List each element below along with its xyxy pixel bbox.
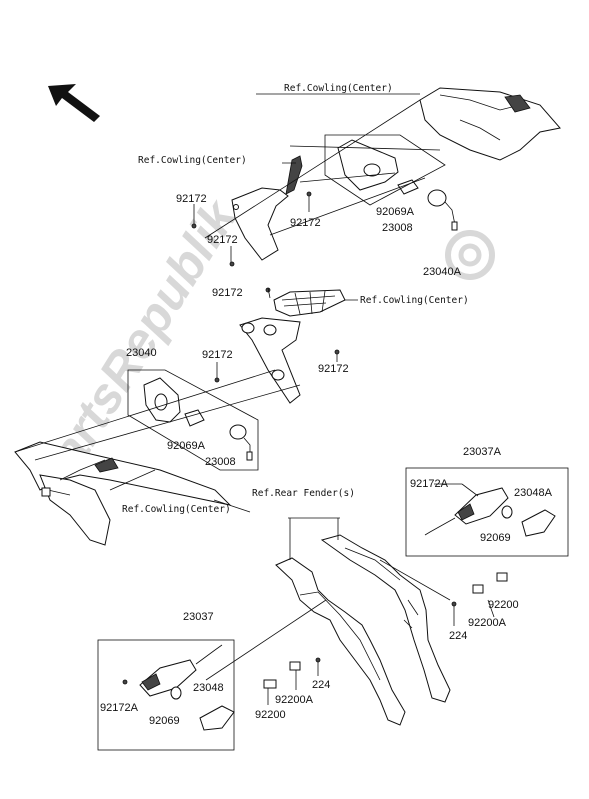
part-label-92172: 92172: [202, 349, 233, 361]
ref-cowling-left: Ref.Cowling(Center): [138, 155, 247, 166]
part-label-23040: 23040: [126, 347, 157, 359]
ref-rear-fender: Ref.Rear Fender(s): [252, 488, 355, 499]
top-cowling-assembly: [191, 87, 561, 267]
turn-signal-right-group: [405, 467, 569, 557]
part-label-224: 224: [449, 630, 467, 642]
part-label-92069: 92069: [149, 715, 180, 727]
front-direction-arrow-icon: [48, 84, 100, 122]
gear-watermark-icon: [445, 230, 495, 280]
part-label-92172a: 92172A: [410, 478, 449, 490]
part-label-92200: 92200: [255, 709, 286, 721]
part-label-92172: 92172: [212, 287, 243, 299]
part-label-92172: 92172: [290, 217, 321, 229]
part-label-92200a: 92200A: [275, 694, 314, 706]
part-label-92172: 92172: [176, 193, 207, 205]
middle-cowling-assembly: [14, 287, 346, 546]
part-label-23008: 23008: [382, 222, 413, 234]
part-label-92172: 92172: [318, 363, 349, 375]
rear-fender-assembly: [205, 517, 508, 726]
part-label-23048: 23048: [193, 682, 224, 694]
part-label-92069: 92069: [480, 532, 511, 544]
turn-signal-left-group: [97, 639, 235, 751]
part-label-92200: 92200: [488, 599, 519, 611]
part-label-23040a: 23040A: [423, 266, 462, 278]
part-label-23008: 23008: [205, 456, 236, 468]
part-label-92069a: 92069A: [376, 206, 415, 218]
part-label-92172a: 92172A: [100, 702, 139, 714]
part-label-92200a: 92200A: [468, 617, 507, 629]
part-label-23037: 23037: [183, 611, 214, 623]
ref-cowling-top: Ref.Cowling(Center): [284, 83, 393, 94]
part-label-92172: 92172: [207, 234, 238, 246]
ref-cowling-bottom: Ref.Cowling(Center): [122, 504, 231, 515]
part-label-23037a: 23037A: [463, 446, 502, 458]
ref-cowling-mid: Ref.Cowling(Center): [360, 295, 469, 306]
part-label-92069a: 92069A: [167, 440, 206, 452]
part-label-23048a: 23048A: [514, 487, 553, 499]
part-label-224: 224: [312, 679, 330, 691]
